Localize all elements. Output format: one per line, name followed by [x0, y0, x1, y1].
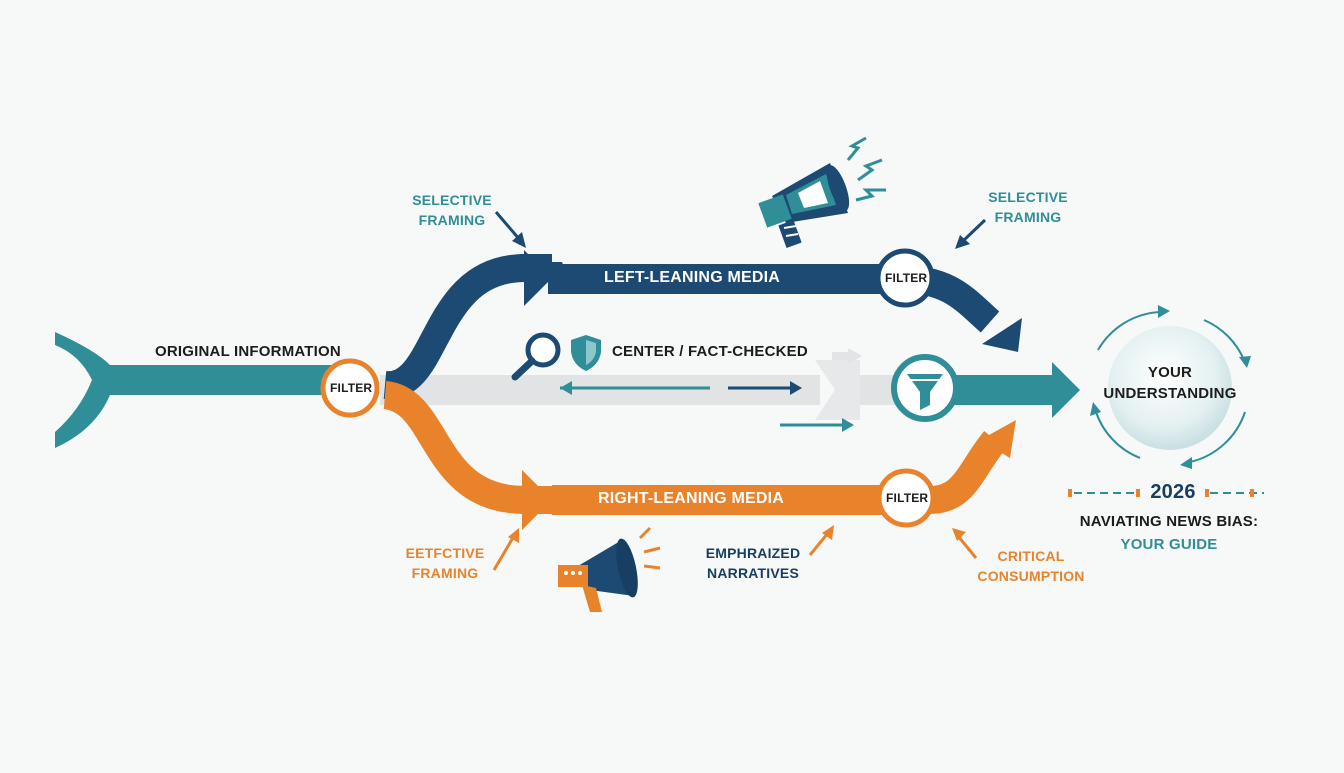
filter-label-main: FILTER: [330, 381, 373, 395]
destination-node: [1108, 326, 1232, 450]
guide-subtitle: YOUR GUIDE: [1120, 536, 1218, 553]
center-band: [380, 348, 900, 432]
year-decoration: [1068, 489, 1264, 497]
cycle-arrows-icon: [1090, 305, 1251, 469]
source-label: ORIGINAL INFORMATION: [155, 343, 341, 360]
megaphone-icon: [758, 136, 886, 249]
guide-title: NAVIATING NEWS BIAS:: [1079, 513, 1259, 530]
funnel-icon: [891, 354, 959, 422]
megaphone-icon: [558, 526, 661, 612]
left-channel-label: LEFT-LEANING MEDIA: [604, 269, 781, 286]
year-label: 2026: [1150, 481, 1196, 503]
right-leaning-path: [382, 381, 1016, 530]
shield-icon: [571, 335, 601, 371]
filter-node-main: [320, 358, 380, 418]
center-channel-label: CENTER / FACT-CHECKED: [612, 343, 808, 360]
caption-arrows: [492, 211, 987, 571]
filter-node-left: [875, 248, 935, 308]
magnifier-icon: [511, 332, 561, 381]
right-channel-label: RIGHT-LEANING MEDIA: [598, 490, 785, 507]
filter-label-left: FILTER: [885, 271, 928, 285]
filter-label-right: FILTER: [886, 491, 929, 505]
filter-node-right: [876, 468, 936, 528]
